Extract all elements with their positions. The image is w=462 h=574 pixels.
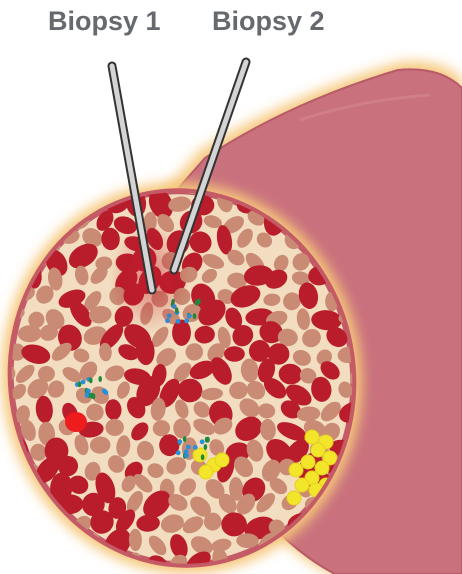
- nucleus-dot: [98, 376, 102, 382]
- type-2-fiber: [224, 346, 245, 361]
- type-2-fiber: [172, 320, 191, 346]
- type-1-fiber: [70, 170, 91, 193]
- fat-cell: [295, 478, 309, 492]
- type-1-fiber: [14, 198, 33, 215]
- nucleus-dot: [102, 388, 107, 393]
- nucleus-dot: [195, 300, 199, 306]
- type-2-fiber: [53, 547, 83, 574]
- type-1-fiber: [35, 189, 59, 215]
- fat-cell: [289, 463, 303, 477]
- type-1-fiber: [4, 176, 24, 192]
- type-2-fiber: [40, 168, 74, 197]
- nucleus-dot: [176, 319, 181, 324]
- nucleus-dot: [184, 453, 189, 458]
- type-1-fiber: [282, 550, 297, 569]
- nucleus-dot: [89, 377, 93, 383]
- type-1-fiber: [57, 194, 80, 219]
- type-1-fiber: [4, 212, 25, 233]
- type-2-fiber: [0, 265, 4, 287]
- type-2-fiber: [0, 172, 12, 203]
- nucleus-dot: [204, 444, 208, 450]
- nucleus-dot: [200, 439, 205, 444]
- fat-cell: [311, 443, 325, 457]
- nucleus-dot: [183, 436, 187, 442]
- type-2-fiber: [33, 527, 62, 553]
- type-1-fiber: [0, 493, 15, 520]
- type-1-fiber: [0, 532, 12, 553]
- bright-red-fiber: [65, 412, 87, 432]
- type-1-fiber: [18, 533, 39, 554]
- type-2-fiber: [0, 250, 27, 270]
- type-2-fiber: [85, 167, 115, 196]
- nucleus-dot: [184, 319, 189, 324]
- nucleus-dot: [193, 445, 198, 450]
- fat-cell: [215, 453, 229, 467]
- type-1-fiber: [4, 476, 23, 495]
- fat-cell: [199, 465, 213, 479]
- fat-cell: [301, 455, 315, 469]
- nucleus-dot: [92, 393, 96, 399]
- type-2-fiber: [0, 188, 14, 215]
- type-2-fiber: [21, 214, 51, 238]
- type-1-fiber: [30, 517, 47, 538]
- fat-cell: [305, 430, 319, 444]
- type-1-fiber: [39, 548, 60, 571]
- nucleus-dot: [177, 439, 182, 444]
- nucleus-dot: [86, 389, 91, 394]
- type-1-fiber: [12, 548, 33, 573]
- type-1-fiber: [84, 557, 105, 571]
- type-1-fiber: [26, 170, 47, 192]
- nucleus-dot: [187, 314, 192, 319]
- type-2-fiber: [0, 223, 17, 251]
- type-2-fiber: [0, 453, 10, 484]
- nucleus-dot: [201, 454, 205, 460]
- type-1-fiber: [0, 286, 10, 303]
- nucleus-dot: [81, 380, 86, 385]
- nucleus-dot: [85, 393, 90, 398]
- type-1-fiber: [0, 554, 11, 571]
- nucleus-dot: [193, 313, 197, 319]
- type-2-fiber: [7, 513, 28, 536]
- fat-cell: [193, 448, 207, 462]
- type-2-fiber: [0, 204, 7, 238]
- nucleus-dot: [206, 437, 210, 443]
- type-2-fiber: [0, 246, 3, 277]
- nucleus-dot: [186, 445, 191, 450]
- fat-cell: [287, 491, 301, 505]
- type-1-fiber: [0, 304, 4, 322]
- nucleus-dot: [176, 450, 181, 455]
